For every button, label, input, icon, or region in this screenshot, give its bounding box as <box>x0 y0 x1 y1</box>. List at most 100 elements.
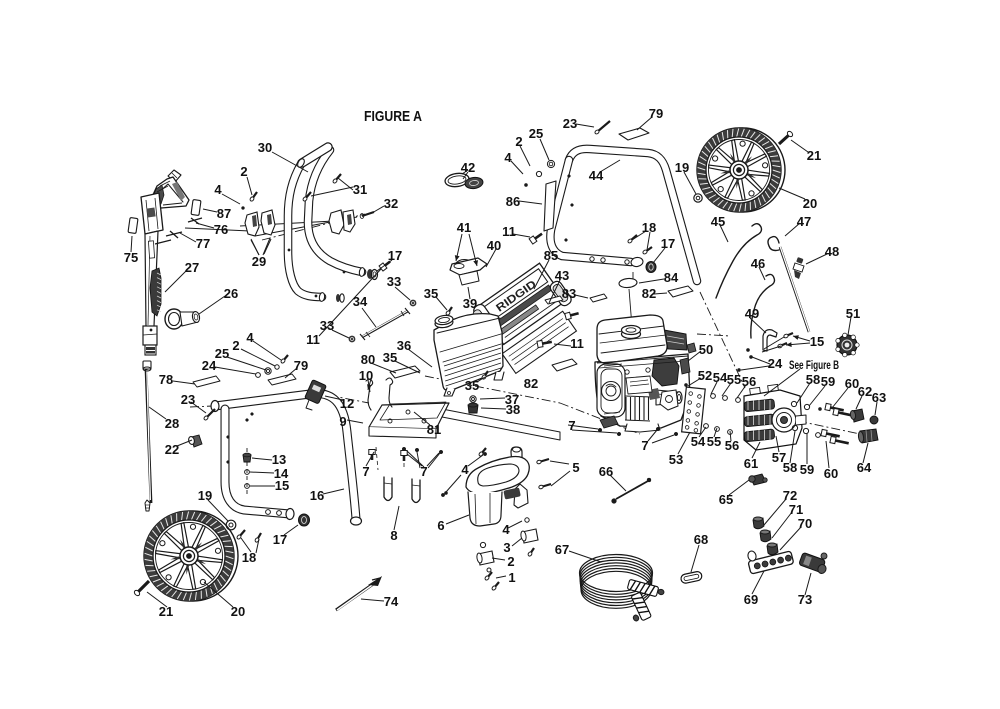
svg-text:2: 2 <box>232 338 239 353</box>
svg-text:86: 86 <box>506 194 520 209</box>
svg-text:8: 8 <box>390 528 397 543</box>
svg-text:18: 18 <box>242 550 256 565</box>
svg-text:19: 19 <box>675 160 689 175</box>
svg-text:23: 23 <box>181 392 195 407</box>
svg-text:9: 9 <box>339 414 346 429</box>
svg-text:18: 18 <box>642 220 656 235</box>
svg-text:4: 4 <box>504 150 512 165</box>
svg-text:15: 15 <box>275 478 289 493</box>
svg-text:26: 26 <box>224 286 238 301</box>
svg-text:11: 11 <box>570 336 584 351</box>
svg-text:57: 57 <box>772 450 786 465</box>
svg-text:54: 54 <box>691 434 706 449</box>
svg-text:21: 21 <box>159 604 173 619</box>
svg-text:52: 52 <box>698 368 712 383</box>
svg-text:68: 68 <box>694 532 708 547</box>
svg-text:70: 70 <box>798 516 812 531</box>
svg-text:50: 50 <box>699 342 713 357</box>
svg-text:60: 60 <box>845 376 859 391</box>
svg-text:73: 73 <box>798 592 812 607</box>
svg-text:11: 11 <box>502 224 516 239</box>
svg-text:64: 64 <box>857 460 872 475</box>
svg-text:35: 35 <box>383 350 397 365</box>
svg-text:FIGURE A: FIGURE A <box>364 108 422 125</box>
svg-text:4: 4 <box>214 182 222 197</box>
svg-text:45: 45 <box>711 214 725 229</box>
svg-text:65: 65 <box>719 492 733 507</box>
svg-text:72: 72 <box>783 488 797 503</box>
svg-text:39: 39 <box>463 296 477 311</box>
svg-text:85: 85 <box>544 248 558 263</box>
svg-text:24: 24 <box>202 358 217 373</box>
svg-text:See Figure B: See Figure B <box>789 358 839 372</box>
svg-text:17: 17 <box>388 248 402 263</box>
svg-text:80: 80 <box>361 352 375 367</box>
svg-text:30: 30 <box>258 140 272 155</box>
svg-text:49: 49 <box>745 306 759 321</box>
svg-text:44: 44 <box>589 168 604 183</box>
svg-text:43: 43 <box>555 268 569 283</box>
svg-text:36: 36 <box>397 338 411 353</box>
svg-text:60: 60 <box>824 466 838 481</box>
svg-text:59: 59 <box>821 374 835 389</box>
svg-text:24: 24 <box>768 356 783 371</box>
svg-text:17: 17 <box>661 236 675 251</box>
svg-text:56: 56 <box>725 438 739 453</box>
svg-text:74: 74 <box>384 594 399 609</box>
svg-text:25: 25 <box>215 346 229 361</box>
svg-text:35: 35 <box>465 378 479 393</box>
svg-text:23: 23 <box>563 116 577 131</box>
svg-text:79: 79 <box>649 106 663 121</box>
svg-text:76: 76 <box>214 222 228 237</box>
svg-text:77: 77 <box>196 236 210 251</box>
svg-text:81: 81 <box>427 422 441 437</box>
svg-text:63: 63 <box>872 390 886 405</box>
svg-text:20: 20 <box>231 604 245 619</box>
svg-text:53: 53 <box>669 452 683 467</box>
svg-text:35: 35 <box>424 286 438 301</box>
svg-text:12: 12 <box>340 396 354 411</box>
svg-text:7: 7 <box>362 464 369 479</box>
svg-text:34: 34 <box>353 294 368 309</box>
svg-text:42: 42 <box>461 160 475 175</box>
svg-text:7: 7 <box>568 418 575 433</box>
svg-text:87: 87 <box>217 206 231 221</box>
svg-text:33: 33 <box>387 274 401 289</box>
svg-text:19: 19 <box>198 488 212 503</box>
svg-text:14: 14 <box>274 466 289 481</box>
svg-text:83: 83 <box>562 286 576 301</box>
svg-text:69: 69 <box>744 592 758 607</box>
svg-text:48: 48 <box>825 244 839 259</box>
svg-text:56: 56 <box>742 374 756 389</box>
svg-text:62: 62 <box>858 384 872 399</box>
svg-text:15: 15 <box>810 334 824 349</box>
svg-text:55: 55 <box>707 434 721 449</box>
svg-text:78: 78 <box>159 372 173 387</box>
svg-text:58: 58 <box>783 460 797 475</box>
svg-text:54: 54 <box>713 370 728 385</box>
svg-text:27: 27 <box>185 260 199 275</box>
svg-text:3: 3 <box>503 540 510 555</box>
svg-text:2: 2 <box>507 554 514 569</box>
svg-text:11: 11 <box>306 332 320 347</box>
svg-text:31: 31 <box>353 182 367 197</box>
svg-text:71: 71 <box>789 502 803 517</box>
svg-text:79: 79 <box>294 358 308 373</box>
svg-text:40: 40 <box>487 238 501 253</box>
svg-text:1: 1 <box>508 570 515 585</box>
svg-text:10: 10 <box>359 368 373 383</box>
svg-text:22: 22 <box>165 442 179 457</box>
svg-text:38: 38 <box>506 402 520 417</box>
svg-text:2: 2 <box>240 164 247 179</box>
svg-text:51: 51 <box>846 306 860 321</box>
svg-text:55: 55 <box>727 372 741 387</box>
svg-text:21: 21 <box>807 148 821 163</box>
svg-text:4: 4 <box>246 330 254 345</box>
svg-text:16: 16 <box>310 488 324 503</box>
svg-text:82: 82 <box>642 286 656 301</box>
svg-text:2: 2 <box>515 134 522 149</box>
svg-text:7: 7 <box>420 464 427 479</box>
svg-text:20: 20 <box>803 196 817 211</box>
svg-text:5: 5 <box>572 460 579 475</box>
svg-text:61: 61 <box>744 456 758 471</box>
